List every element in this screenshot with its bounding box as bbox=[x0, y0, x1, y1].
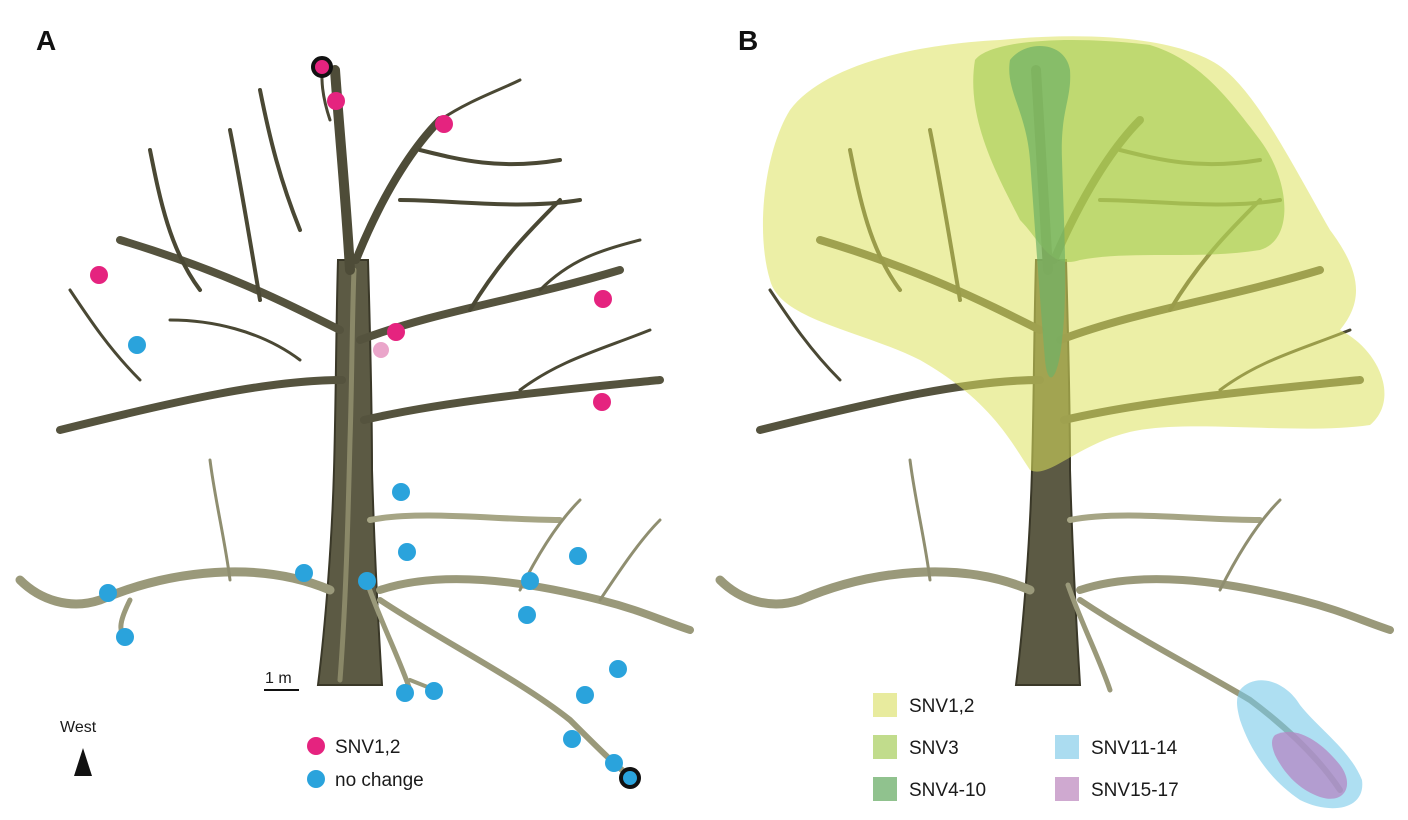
twig-b-9 bbox=[1218, 498, 1282, 592]
nochange-marker bbox=[99, 584, 117, 602]
nochange-marker bbox=[128, 336, 146, 354]
markers-snv-a bbox=[90, 56, 612, 411]
twig-a-3 bbox=[258, 88, 302, 232]
tree-a bbox=[15, 60, 694, 783]
nochange-marker bbox=[295, 564, 313, 582]
legend-a: SNV1,2 no change bbox=[307, 737, 424, 791]
nochange-marker bbox=[576, 686, 594, 704]
twig-a-7 bbox=[538, 238, 642, 292]
branch-lower-right-b bbox=[1076, 575, 1394, 634]
nochange-marker bbox=[396, 684, 414, 702]
snv-marker bbox=[593, 393, 611, 411]
branch-leader-b-a bbox=[352, 116, 444, 264]
twig-b-6 bbox=[768, 288, 842, 382]
legend-b-swatch-snv410 bbox=[873, 777, 897, 801]
legend-b-label-snv3: SNV3 bbox=[909, 738, 959, 759]
legend-b-label-snv12: SNV1,2 bbox=[909, 696, 974, 717]
region-snv1517 bbox=[1272, 731, 1348, 799]
branch-right-mid-a bbox=[360, 376, 664, 424]
snv-marker-outlined bbox=[311, 56, 333, 78]
nochange-marker bbox=[563, 730, 581, 748]
legend-a-label-nochange: no change bbox=[335, 770, 424, 791]
branch-lower-right-a bbox=[376, 575, 694, 634]
nochange-marker bbox=[569, 547, 587, 565]
panel-a-letter: A bbox=[36, 25, 56, 56]
twig-b-8 bbox=[908, 458, 932, 582]
legend-b-swatch-snv3 bbox=[873, 735, 897, 759]
nochange-marker bbox=[425, 682, 443, 700]
twig-a-5 bbox=[398, 198, 582, 207]
branch-lower-left-a bbox=[15, 567, 335, 609]
regions-b bbox=[762, 36, 1385, 809]
legend-a-swatch-snv bbox=[307, 737, 325, 755]
twig-a-8 bbox=[68, 288, 142, 382]
snv-marker bbox=[435, 115, 453, 133]
nochange-marker bbox=[521, 572, 539, 590]
markers-nochange-a bbox=[99, 336, 641, 789]
snv-marker bbox=[387, 323, 405, 341]
branch-left-up-a bbox=[116, 236, 344, 334]
scale-bar: 1 m bbox=[264, 670, 299, 691]
snv-marker bbox=[327, 92, 345, 110]
nochange-marker-outlined bbox=[619, 767, 641, 789]
snv-marker bbox=[594, 290, 612, 308]
legend-b-swatch-snv1114 bbox=[1055, 735, 1079, 759]
legend-b-swatch-snv1517 bbox=[1055, 777, 1079, 801]
direction-label: West bbox=[60, 719, 97, 736]
nochange-marker bbox=[358, 572, 376, 590]
snv-marker bbox=[90, 266, 108, 284]
nochange-marker bbox=[398, 543, 416, 561]
twig-a-13 bbox=[598, 518, 662, 602]
branch-left-mid-a bbox=[56, 376, 346, 434]
panel-a: A bbox=[15, 25, 694, 791]
twig-a-2 bbox=[228, 128, 262, 302]
branch-lower-mid-a bbox=[367, 512, 563, 523]
trunk-highlight-a bbox=[337, 267, 357, 683]
branch-hanging-b bbox=[1065, 582, 1113, 693]
legend-b-label-snv1114: SNV11-14 bbox=[1091, 738, 1178, 759]
nochange-marker bbox=[605, 754, 623, 772]
legend-b-label-snv410: SNV4-10 bbox=[909, 780, 986, 801]
branch-lower-mid-b bbox=[1067, 512, 1263, 523]
twig-a-1 bbox=[148, 148, 202, 292]
snv-marker-faded bbox=[373, 342, 389, 358]
twig-a-6 bbox=[468, 198, 562, 312]
region-snv410 bbox=[1009, 46, 1071, 378]
branch-hanging-a bbox=[365, 582, 413, 693]
nochange-marker bbox=[518, 606, 536, 624]
legend-b: SNV1,2 SNV3 SNV4-10 SNV11-14 SNV15-17 bbox=[873, 693, 1179, 801]
twig-a-4 bbox=[418, 148, 562, 167]
legend-b-label-snv1517: SNV15-17 bbox=[1091, 780, 1179, 801]
twig-a-11 bbox=[208, 458, 232, 582]
branch-lower-right-b-a bbox=[377, 597, 638, 783]
direction-indicator: West bbox=[60, 719, 97, 776]
nochange-marker bbox=[116, 628, 134, 646]
nochange-marker bbox=[609, 660, 627, 678]
twig-a-10 bbox=[168, 318, 302, 362]
legend-a-label-snv: SNV1,2 bbox=[335, 737, 400, 758]
legend-a-swatch-nochange bbox=[307, 770, 325, 788]
twig-a-15 bbox=[438, 78, 522, 122]
legend-b-swatch-snv12 bbox=[873, 693, 897, 717]
scale-bar-label: 1 m bbox=[265, 670, 292, 687]
panel-b: B bbox=[715, 25, 1394, 809]
nochange-marker bbox=[392, 483, 410, 501]
north-arrow-icon bbox=[74, 748, 92, 776]
panel-b-letter: B bbox=[738, 25, 758, 56]
twig-a-9 bbox=[518, 328, 652, 392]
branch-lower-left-b bbox=[715, 567, 1035, 609]
